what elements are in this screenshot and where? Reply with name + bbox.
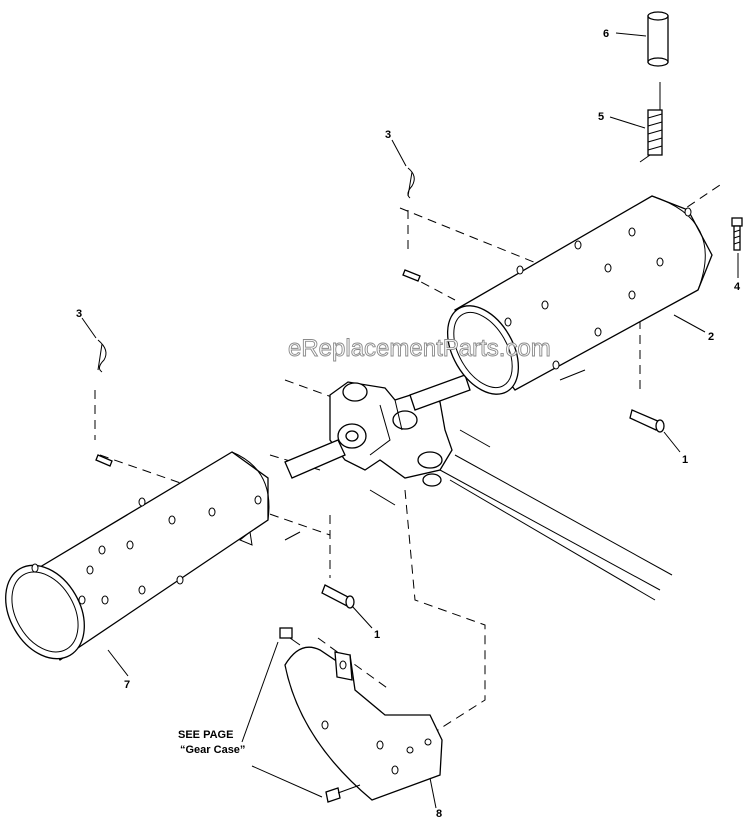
callout-pin-lower: 1 [374,629,380,641]
bolt-part [731,217,743,251]
callout-bracket: 8 [436,808,442,820]
callout-clip-upper: 3 [385,129,391,141]
small-pin-right [402,269,421,282]
callout-clip-left: 3 [76,308,82,320]
clevis-pin-lower [321,584,355,609]
clevis-pin-upper [629,409,665,433]
hairpin-clip-upper [407,167,415,199]
callout-spring: 5 [598,111,604,123]
callout-pin-upper: 1 [682,454,688,466]
reference-line-2: “Gear Case” [180,744,245,756]
callout-tine-left: 7 [124,679,130,691]
left-tine-tube [5,451,270,661]
axle-shaft [439,454,673,601]
watermark-text: eReplacementParts.com [288,335,551,362]
reference-line-1: SEE PAGE [178,729,233,741]
callout-bolt: 4 [734,281,741,293]
callout-sleeve: 6 [603,28,609,40]
alignment-ticks [284,369,586,541]
leader-lines [81,32,739,809]
gear-case-body [284,374,471,487]
bracket-bolt-lower [325,784,361,803]
tine-shield-bracket [284,646,443,801]
bracket-bolt-upper [279,627,301,646]
right-tine-tube [446,195,713,395]
sleeve-part [647,11,669,67]
hairpin-clip-left [97,339,107,373]
spring-part [639,82,663,163]
small-pin-left [95,454,113,467]
callout-tine-right: 2 [708,331,714,343]
